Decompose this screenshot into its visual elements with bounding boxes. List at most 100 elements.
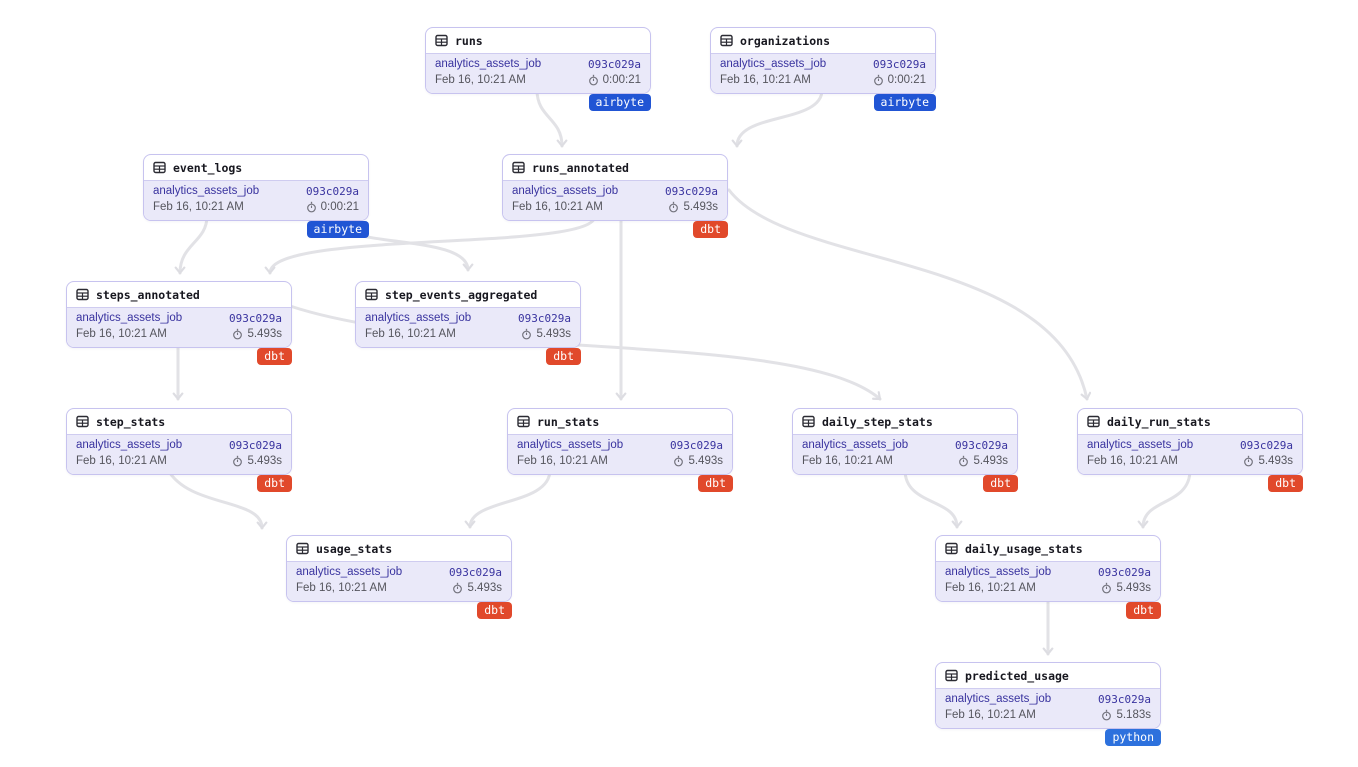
asset-node-step_events_aggregated[interactable]: step_events_aggregated analytics_assets_… <box>355 281 581 348</box>
asset-name: runs <box>455 33 483 48</box>
run-id[interactable]: 093c029a <box>1098 693 1151 706</box>
run-id[interactable]: 093c029a <box>229 439 282 452</box>
compute-kind-badge-airbyte[interactable]: airbyte <box>588 94 651 111</box>
asset-node-header: runs <box>426 28 650 53</box>
asset-node-runs_annotated[interactable]: runs_annotated analytics_assets_job 093c… <box>502 154 728 221</box>
asset-node-steps_annotated[interactable]: steps_annotated analytics_assets_job 093… <box>66 281 292 348</box>
asset-node-runs[interactable]: runs analytics_assets_job 093c029a Feb 1… <box>425 27 651 94</box>
table-icon <box>435 34 448 47</box>
run-id[interactable]: 093c029a <box>665 185 718 198</box>
materialization-date: Feb 16, 10:21 AM <box>76 454 167 467</box>
duration: 5.493s <box>232 327 282 343</box>
run-id[interactable]: 093c029a <box>670 439 723 452</box>
job-name[interactable]: analytics_assets_job <box>435 58 542 70</box>
compute-kind-badge-dbt[interactable]: dbt <box>1268 475 1303 492</box>
asset-node-body: analytics_assets_job 093c029a Feb 16, 10… <box>67 307 291 347</box>
run-id[interactable]: 093c029a <box>588 58 641 71</box>
badge-row-predicted_usage: python <box>935 728 1161 746</box>
asset-node-daily_run_stats[interactable]: daily_run_stats analytics_assets_job 093… <box>1077 408 1303 475</box>
run-id[interactable]: 093c029a <box>873 58 926 71</box>
asset-node-header: steps_annotated <box>67 282 291 307</box>
asset-node-predicted_usage[interactable]: predicted_usage analytics_assets_job 093… <box>935 662 1161 729</box>
compute-kind-badge-dbt[interactable]: dbt <box>1126 602 1161 619</box>
run-id[interactable]: 093c029a <box>955 439 1008 452</box>
asset-node-step_stats[interactable]: step_stats analytics_assets_job 093c029a… <box>66 408 292 475</box>
job-name[interactable]: analytics_assets_job <box>802 439 909 451</box>
asset-name: daily_run_stats <box>1107 414 1211 429</box>
clock-icon <box>959 456 969 467</box>
asset-node-body: analytics_assets_job 093c029a Feb 16, 10… <box>67 434 291 474</box>
job-name[interactable]: analytics_assets_job <box>365 312 472 324</box>
asset-node-usage_stats[interactable]: usage_stats analytics_assets_job 093c029… <box>286 535 512 602</box>
job-name[interactable]: analytics_assets_job <box>296 566 403 578</box>
asset-node-header: step_stats <box>67 409 291 434</box>
asset-node-event_logs[interactable]: event_logs analytics_assets_job 093c029a… <box>143 154 369 221</box>
compute-kind-badge-airbyte[interactable]: airbyte <box>873 94 936 111</box>
job-name[interactable]: analytics_assets_job <box>945 566 1052 578</box>
asset-node-header: usage_stats <box>287 536 511 561</box>
badge-row-usage_stats: dbt <box>286 601 512 619</box>
materialization-date: Feb 16, 10:21 AM <box>435 73 526 86</box>
run-id[interactable]: 093c029a <box>518 312 571 325</box>
asset-node-body: analytics_assets_job 093c029a Feb 16, 10… <box>793 434 1017 474</box>
compute-kind-badge-airbyte[interactable]: airbyte <box>306 221 369 238</box>
clock-icon <box>1244 456 1254 467</box>
job-name[interactable]: analytics_assets_job <box>945 693 1052 705</box>
duration: 5.493s <box>668 200 718 216</box>
compute-kind-badge-dbt[interactable]: dbt <box>257 475 292 492</box>
job-name[interactable]: analytics_assets_job <box>76 312 183 324</box>
job-name[interactable]: analytics_assets_job <box>153 185 260 197</box>
job-name[interactable]: analytics_assets_job <box>512 185 619 197</box>
asset-node-header: organizations <box>711 28 935 53</box>
table-icon <box>517 415 530 428</box>
run-id[interactable]: 093c029a <box>449 566 502 579</box>
clock-icon <box>674 456 684 467</box>
table-icon <box>153 161 166 174</box>
job-name[interactable]: analytics_assets_job <box>1087 439 1194 451</box>
asset-node-body: analytics_assets_job 093c029a Feb 16, 10… <box>287 561 511 601</box>
compute-kind-badge-dbt[interactable]: dbt <box>693 221 728 238</box>
materialization-date: Feb 16, 10:21 AM <box>945 581 1036 594</box>
asset-node-body: analytics_assets_job 093c029a Feb 16, 10… <box>426 53 650 93</box>
lineage-edge-runs-to-runs_annotated <box>535 88 568 148</box>
compute-kind-badge-dbt[interactable]: dbt <box>477 602 512 619</box>
run-id[interactable]: 093c029a <box>306 185 359 198</box>
duration: 5.493s <box>232 454 282 470</box>
badge-row-daily_usage_stats: dbt <box>935 601 1161 619</box>
materialization-date: Feb 16, 10:21 AM <box>802 454 893 467</box>
badge-row-daily_step_stats: dbt <box>792 474 1018 492</box>
lineage-edge-daily_step_stats-to-daily_usage_stats <box>903 468 963 529</box>
compute-kind-badge-dbt[interactable]: dbt <box>257 348 292 365</box>
run-id[interactable]: 093c029a <box>1240 439 1293 452</box>
badge-row-step_stats: dbt <box>66 474 292 492</box>
run-id[interactable]: 093c029a <box>1098 566 1151 579</box>
asset-name: runs_annotated <box>532 160 629 175</box>
asset-node-header: daily_run_stats <box>1078 409 1302 434</box>
duration: 0:00:21 <box>306 200 359 216</box>
materialization-date: Feb 16, 10:21 AM <box>512 200 603 213</box>
asset-node-body: analytics_assets_job 093c029a Feb 16, 10… <box>936 688 1160 728</box>
compute-kind-badge-dbt[interactable]: dbt <box>546 348 581 365</box>
materialization-date: Feb 16, 10:21 AM <box>153 200 244 213</box>
job-name[interactable]: analytics_assets_job <box>76 439 183 451</box>
materialization-date: Feb 16, 10:21 AM <box>296 581 387 594</box>
compute-kind-badge-dbt[interactable]: dbt <box>983 475 1018 492</box>
badge-row-organizations: airbyte <box>710 93 936 111</box>
asset-node-daily_step_stats[interactable]: daily_step_stats analytics_assets_job 09… <box>792 408 1018 475</box>
clock-icon <box>306 202 316 213</box>
table-icon <box>945 669 958 682</box>
asset-node-header: daily_step_stats <box>793 409 1017 434</box>
compute-kind-badge-dbt[interactable]: dbt <box>698 475 733 492</box>
badge-row-run_stats: dbt <box>507 474 733 492</box>
asset-node-run_stats[interactable]: run_stats analytics_assets_job 093c029a … <box>507 408 733 475</box>
job-name[interactable]: analytics_assets_job <box>517 439 624 451</box>
asset-node-header: predicted_usage <box>936 663 1160 688</box>
materialization-date: Feb 16, 10:21 AM <box>365 327 456 340</box>
job-name[interactable]: analytics_assets_job <box>720 58 827 70</box>
asset-node-daily_usage_stats[interactable]: daily_usage_stats analytics_assets_job 0… <box>935 535 1161 602</box>
run-id[interactable]: 093c029a <box>229 312 282 325</box>
asset-node-organizations[interactable]: organizations analytics_assets_job 093c0… <box>710 27 936 94</box>
compute-kind-badge-python[interactable]: python <box>1105 729 1161 746</box>
duration: 5.493s <box>673 454 723 470</box>
